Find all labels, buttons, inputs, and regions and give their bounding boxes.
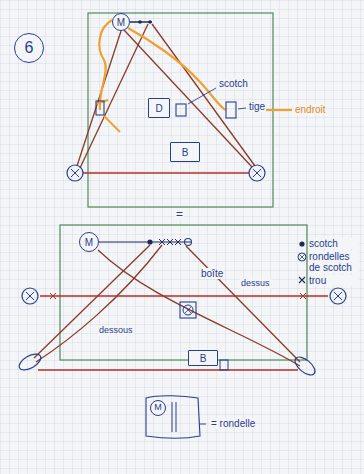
washer-sketch bbox=[146, 396, 206, 439]
part-box: B bbox=[188, 350, 218, 366]
node-text: M bbox=[85, 237, 93, 248]
legend-text: rondelles de scotch bbox=[309, 251, 359, 273]
legend-text: scotch bbox=[309, 238, 359, 249]
side-label: dessous bbox=[98, 326, 134, 336]
side-label: dessus bbox=[240, 279, 271, 289]
equals-sign: = bbox=[175, 208, 184, 221]
part-label: boîte bbox=[200, 268, 224, 279]
bottom-sketch bbox=[17, 239, 346, 379]
top-sketch bbox=[67, 20, 292, 181]
node-text: M bbox=[154, 403, 162, 413]
part-label: scotch bbox=[218, 78, 249, 89]
side-label: endroit bbox=[294, 104, 327, 115]
green-frame bbox=[60, 225, 307, 360]
part-label: tige bbox=[248, 101, 266, 112]
part-box: D bbox=[148, 98, 170, 118]
node-text: D bbox=[155, 103, 162, 114]
node-text: B bbox=[200, 353, 207, 364]
note-label: = rondelle bbox=[210, 418, 256, 429]
part-box: B bbox=[170, 142, 200, 162]
sheet-number: 6 bbox=[14, 33, 44, 63]
legend-symbols bbox=[298, 241, 306, 283]
green-frame bbox=[88, 13, 273, 207]
motor-circle: M bbox=[150, 400, 166, 416]
node-text: B bbox=[182, 147, 189, 158]
node-text: 6 bbox=[25, 39, 34, 57]
node-text: M bbox=[117, 17, 125, 28]
motor-circle: M bbox=[79, 232, 99, 252]
legend-text: trou bbox=[309, 275, 359, 286]
motor-circle: M bbox=[112, 13, 130, 31]
